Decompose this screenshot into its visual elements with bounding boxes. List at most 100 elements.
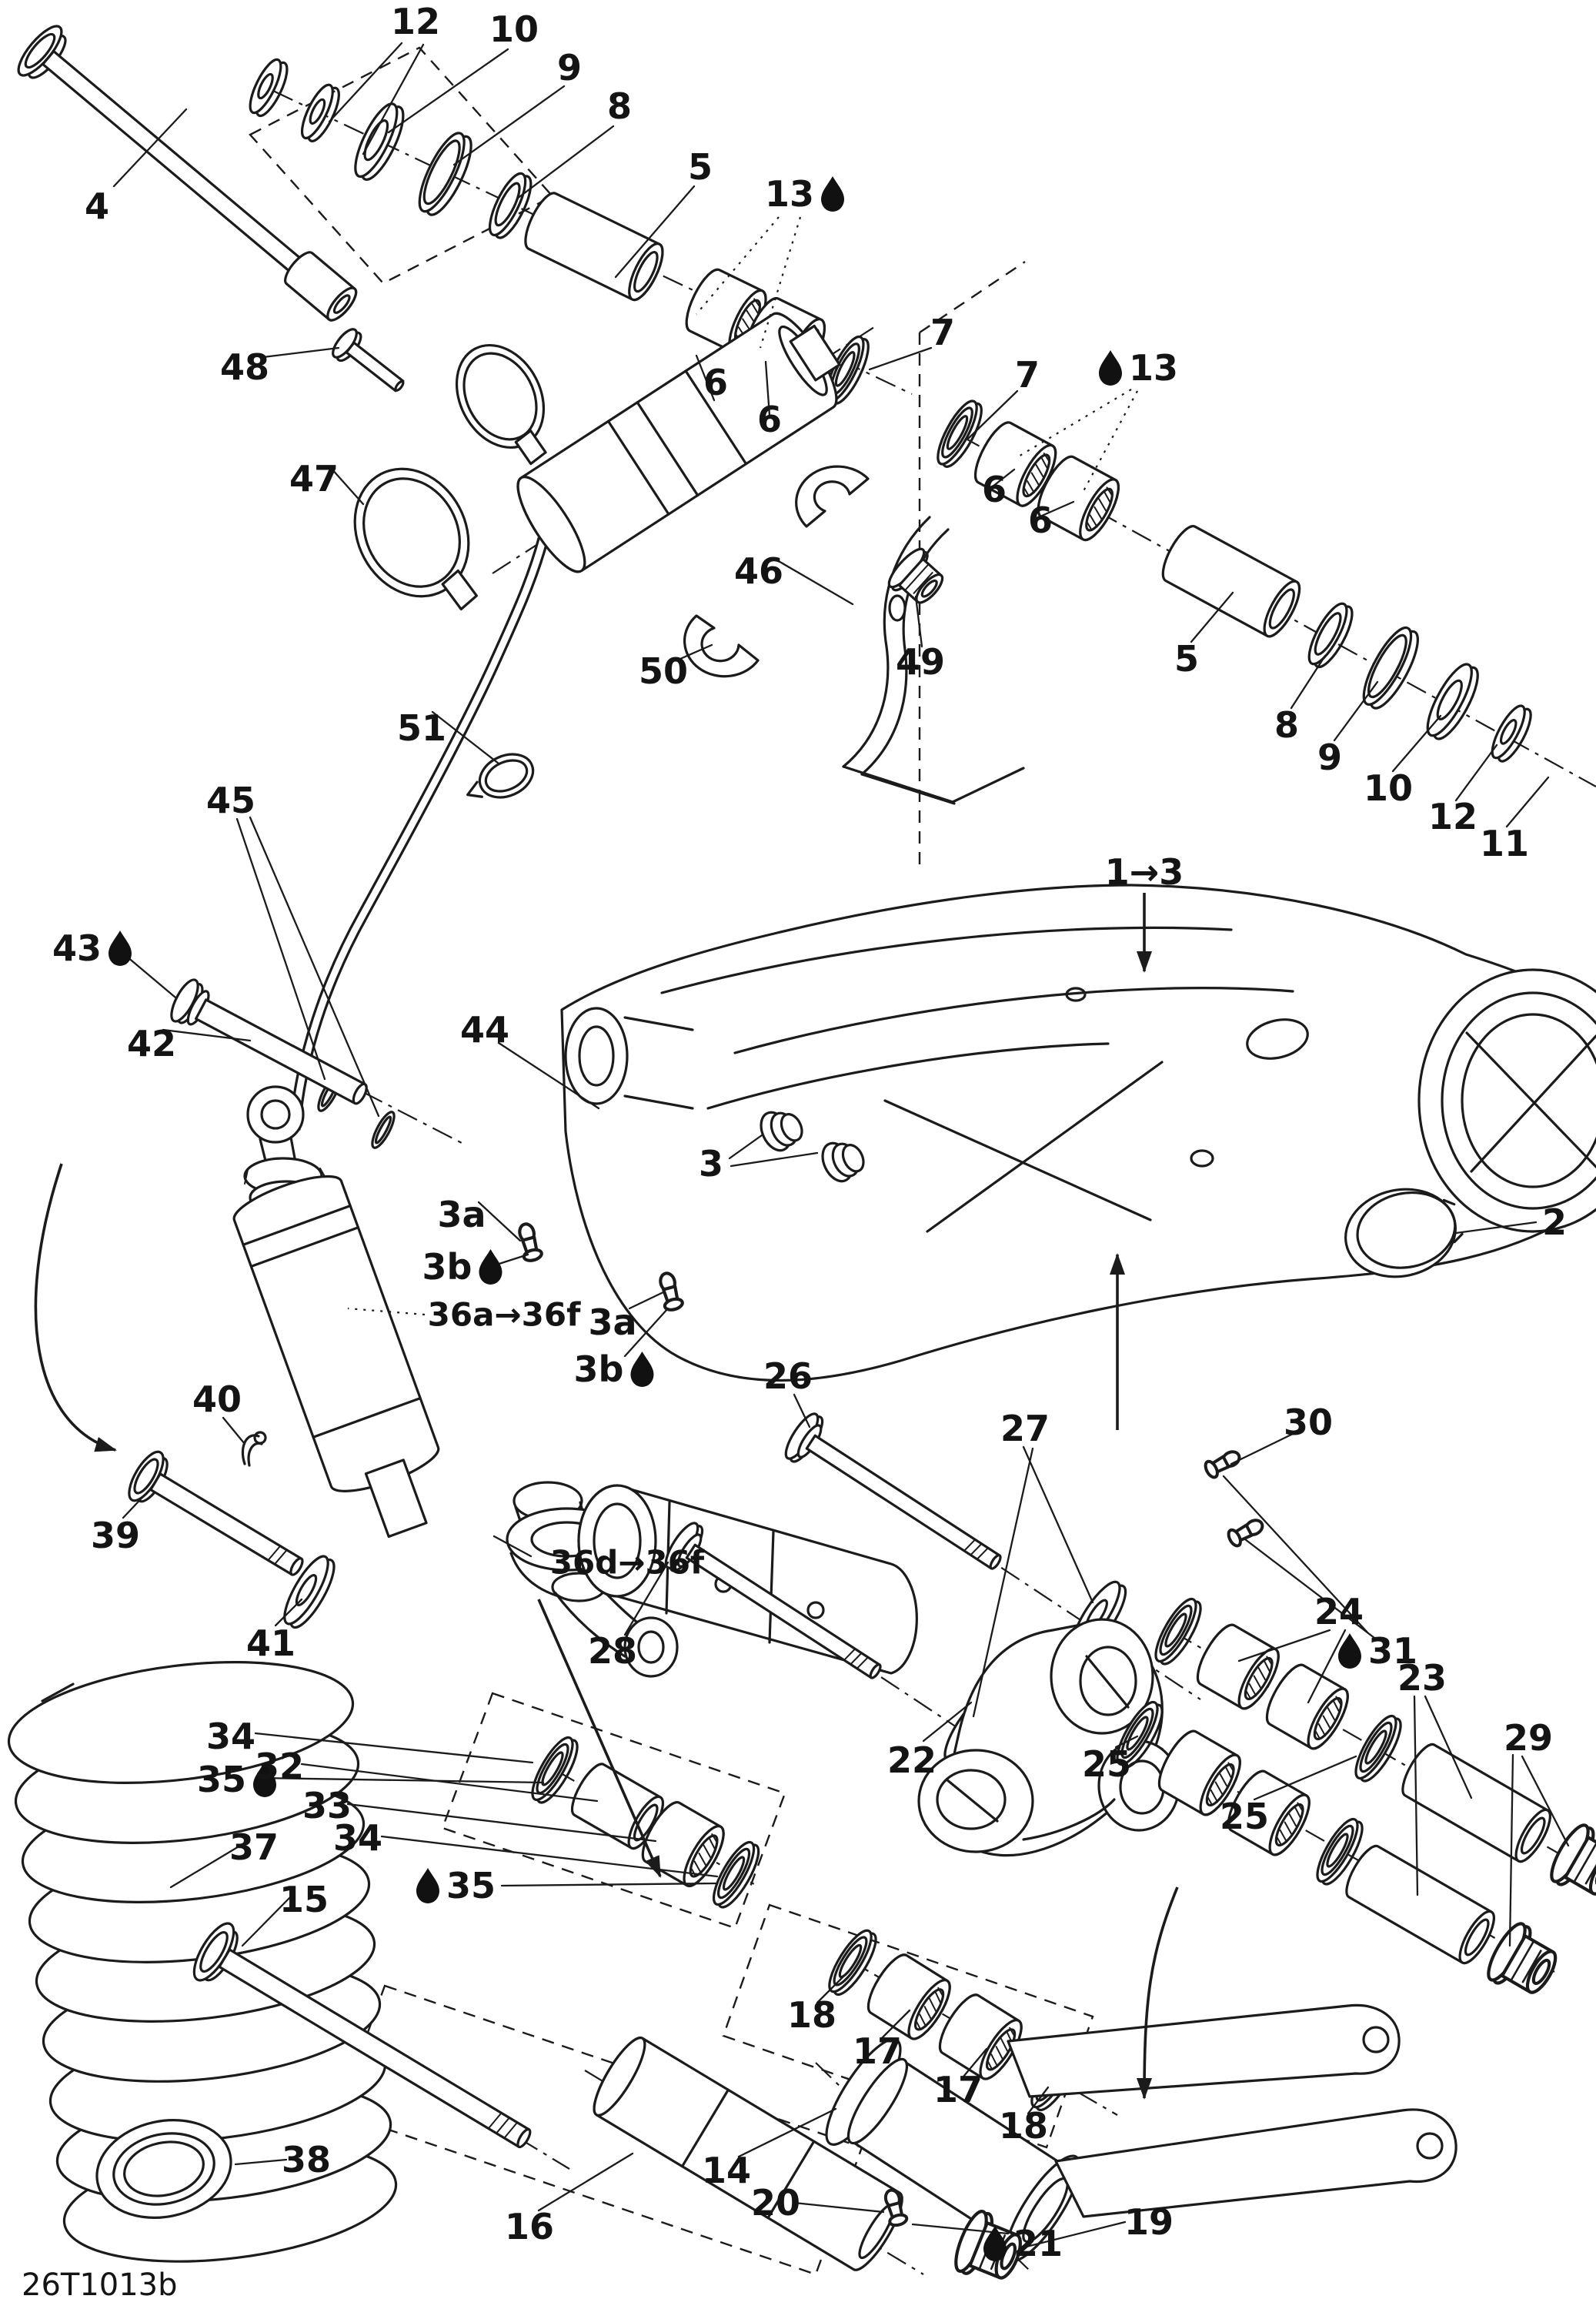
part-number-label: 25 [1082, 1743, 1131, 1785]
rubber-cap-3a [760, 1111, 803, 1152]
part-callout-3b: 3b [574, 1348, 654, 1390]
clip-50-upper [795, 465, 870, 528]
part-callout-1→3: 1→3 [1105, 851, 1184, 893]
lubricant-drop-icon [109, 931, 132, 966]
leader-lines [112, 42, 1570, 2249]
hose [289, 537, 549, 1131]
part-number-label: 34 [333, 1817, 382, 1859]
part-callout-25: 25 [1220, 1796, 1269, 1837]
part-callout-5: 5 [688, 146, 713, 188]
part-callout-49: 49 [896, 641, 945, 683]
part-callout-19: 19 [1124, 2201, 1174, 2243]
part-callout-8: 8 [607, 85, 632, 127]
part-callout-3: 3 [699, 1143, 723, 1185]
part-callout-8: 8 [1274, 704, 1299, 746]
part-number-label: 19 [1124, 2201, 1174, 2243]
part-callout-30: 30 [1284, 1402, 1333, 1443]
part-number-label: 23 [1397, 1657, 1447, 1699]
bolt-48 [327, 324, 413, 403]
part-number-label: 6 [982, 469, 1007, 510]
part-callout-2: 2 [1542, 1201, 1567, 1243]
part-number-label: 20 [751, 2182, 800, 2224]
part-callout-35: 35 [416, 1865, 496, 1906]
part-callout-13: 13 [765, 173, 845, 215]
part-callout-6: 6 [703, 362, 728, 403]
part-callout-6: 6 [1028, 500, 1053, 541]
part-callout-9: 9 [1317, 737, 1342, 778]
clip-51 [466, 753, 535, 799]
part-number-label: 21 [1013, 2223, 1063, 2264]
remote-reservoir [516, 312, 841, 573]
part-number-label: 27 [1000, 1408, 1050, 1449]
part-number-label: 5 [1174, 638, 1199, 680]
part-callout-3a: 3a [588, 1302, 636, 1343]
part-callout-24: 24 [1314, 1591, 1364, 1632]
hose-clamp-47-upper [455, 343, 547, 466]
part-callout-45: 45 [206, 780, 255, 821]
part-number-label: 18 [787, 1994, 836, 2036]
part-number-label: 35 [446, 1865, 496, 1906]
part-callout-32: 32 [255, 1746, 304, 1787]
rubber-cap-3b [821, 1141, 865, 1183]
pivot-pin-42 [170, 978, 368, 1105]
part-number-label: 22 [887, 1739, 937, 1781]
part-number-label: 3 [699, 1143, 723, 1185]
part-number-label: 33 [302, 1785, 352, 1826]
part-number-label: 5 [688, 146, 713, 188]
part-number-label: 10 [489, 8, 539, 50]
part-number-label: 50 [639, 650, 688, 692]
part-number-label: 34 [206, 1716, 255, 1757]
part-callout-7: 7 [1015, 354, 1040, 396]
part-number-label: 16 [505, 2206, 554, 2247]
part-number-label: 3a [588, 1302, 636, 1343]
part-number-label: 14 [702, 2150, 751, 2191]
part-callout-16: 16 [505, 2206, 554, 2247]
part-number-label: 25 [1220, 1796, 1269, 1837]
part-callout-40: 40 [192, 1378, 242, 1420]
part-callout-25: 25 [1082, 1743, 1131, 1785]
part-callout-34: 34 [333, 1817, 382, 1859]
part-number-label: 32 [255, 1746, 304, 1787]
part-callout-18: 18 [999, 2105, 1048, 2147]
part-callout-22: 22 [887, 1739, 937, 1781]
hose-clamp-47-lower [353, 467, 478, 611]
part-callout-17: 17 [933, 2069, 983, 2110]
part-callout-7: 7 [930, 312, 955, 353]
part-number-label: 13 [765, 173, 814, 215]
assembly-arrows [34, 893, 1179, 2100]
part-number-label: 37 [229, 1826, 279, 1868]
part-number-label: 51 [397, 707, 446, 749]
part-callout-48: 48 [220, 346, 269, 388]
part-number-label: 3b [422, 1246, 472, 1288]
part-number-label: 13 [1129, 347, 1178, 389]
lubricant-drop-icon [479, 1249, 503, 1285]
part-callout-38: 38 [282, 2139, 331, 2180]
part-callout-10: 10 [1364, 767, 1413, 809]
part-callout-14: 14 [702, 2150, 751, 2191]
part-number-label: 47 [289, 458, 339, 500]
part-callout-41: 41 [246, 1622, 295, 1664]
part-number-label: 36d→36f [550, 1544, 705, 1582]
part-number-label: 8 [607, 85, 632, 127]
part-number-label: 11 [1480, 823, 1529, 864]
part-callout-6: 6 [757, 399, 782, 440]
part-number-label: 29 [1504, 1717, 1553, 1759]
part-number-label: 41 [246, 1622, 295, 1664]
part-number-label: 7 [1015, 354, 1040, 396]
cotter-pin-40 [241, 1431, 267, 1467]
part-callout-51: 51 [397, 707, 446, 749]
part-callout-13: 13 [1098, 347, 1178, 389]
part-callout-27: 27 [1000, 1408, 1050, 1449]
drawing-code: 26T1013b [22, 2267, 178, 2303]
part-number-label: 6 [1028, 500, 1053, 541]
part-callout-43: 43 [52, 927, 132, 969]
part-callout-34: 34 [206, 1716, 255, 1757]
part-callout-26: 26 [763, 1355, 813, 1397]
part-number-label: 46 [734, 550, 783, 592]
washer-bearing-set-right [930, 395, 1538, 767]
part-number-label: 26 [763, 1355, 813, 1397]
bolt-39 [128, 1450, 304, 1576]
lubricant-drop-icon [253, 1762, 277, 1797]
